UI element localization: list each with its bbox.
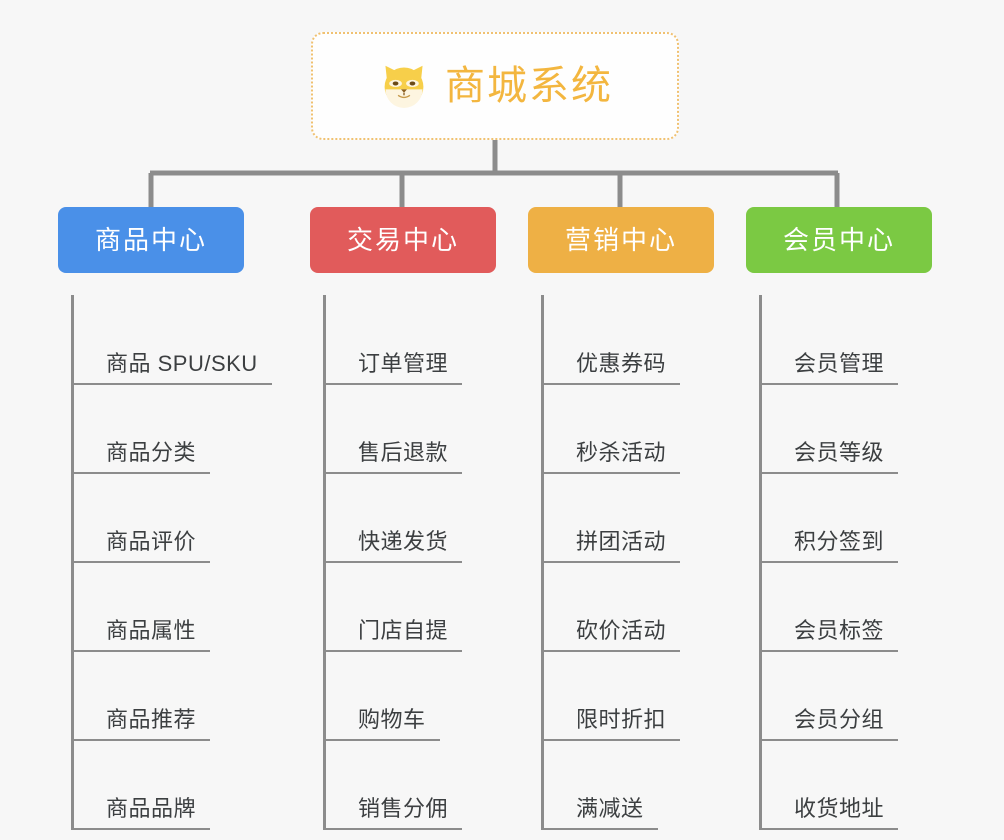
list-item-label: 会员管理: [794, 351, 885, 376]
list-item-underline: 购物车: [326, 708, 440, 741]
list-item-label: 收货地址: [794, 796, 885, 821]
list-item-underline: 商品评价: [74, 529, 211, 563]
list-item-label: 满减送: [576, 796, 644, 821]
list-item-label: 会员分组: [794, 707, 885, 732]
list-item-label: 秒杀活动: [576, 440, 667, 465]
list-item-label: 订单管理: [358, 351, 449, 376]
list-item[interactable]: 商品属性: [74, 563, 272, 652]
branch-items-marketing-center: 优惠券码秒杀活动拼团活动砍价活动限时折扣满减送: [541, 295, 714, 830]
branch-header-label: 交易中心: [346, 225, 459, 255]
branch-product-center: 商品中心商品 SPU/SKU 商品分类商品评价商品属性商品推荐商品品牌: [58, 207, 272, 830]
list-item-underline: 砍价活动: [544, 618, 681, 652]
branch-header-label: 商品中心: [94, 225, 207, 255]
list-item-underline: 商品推荐: [74, 707, 211, 741]
list-item-label: 积分签到: [794, 529, 885, 554]
list-item-label: 限时折扣: [576, 707, 667, 732]
list-item[interactable]: 商品品牌: [74, 741, 272, 830]
root-title: 商城系统: [445, 64, 613, 108]
list-item-underline: 销售分佣: [326, 796, 463, 830]
branch-header-product-center[interactable]: 商品中心: [58, 207, 244, 273]
list-item-label: 商品 SPU/SKU: [106, 351, 258, 376]
list-item-underline: 售后退款: [326, 440, 463, 474]
list-item[interactable]: 商品分类: [74, 385, 272, 474]
list-item-label: 砍价活动: [576, 618, 667, 643]
list-item[interactable]: 商品 SPU/SKU: [74, 296, 272, 385]
list-item-label: 门店自提: [358, 618, 449, 643]
list-item-underline: 商品分类: [74, 440, 211, 474]
list-item-underline: 商品属性: [74, 618, 211, 652]
branch-items-trade-center: 订单管理售后退款快递发货门店自提购物车销售分佣: [323, 295, 496, 830]
list-item-underline: 门店自提: [326, 618, 463, 652]
list-item[interactable]: 满减送: [544, 741, 714, 830]
list-item-label: 会员标签: [794, 618, 885, 643]
list-item[interactable]: 会员分组: [762, 652, 932, 741]
branch-header-label: 营销中心: [564, 225, 677, 255]
list-item[interactable]: 门店自提: [326, 563, 496, 652]
list-item[interactable]: 购物车: [326, 652, 496, 741]
list-item[interactable]: 销售分佣: [326, 741, 496, 830]
list-item-underline: 会员等级: [762, 440, 899, 474]
branch-header-trade-center[interactable]: 交易中心: [310, 207, 496, 273]
list-item-label: 商品分类: [106, 440, 197, 465]
list-item-underline: 拼团活动: [544, 529, 681, 563]
list-item-label: 优惠券码: [576, 351, 667, 376]
list-item-underline: 优惠券码: [544, 351, 681, 385]
list-item-label: 商品属性: [106, 618, 197, 643]
list-item-underline: 快递发货: [326, 529, 463, 563]
list-item[interactable]: 会员标签: [762, 563, 932, 652]
list-item-underline: 会员管理: [762, 351, 899, 385]
list-item-label: 销售分佣: [358, 796, 449, 821]
list-item[interactable]: 售后退款: [326, 385, 496, 474]
list-item-underline: 积分签到: [762, 529, 899, 563]
branch-header-marketing-center[interactable]: 营销中心: [528, 207, 714, 273]
list-item-label: 商品评价: [106, 529, 197, 554]
list-item-underline: 秒杀活动: [544, 440, 681, 474]
list-item-underline: 商品 SPU/SKU: [74, 352, 272, 385]
list-item[interactable]: 拼团活动: [544, 474, 714, 563]
list-item[interactable]: 限时折扣: [544, 652, 714, 741]
list-item-label: 会员等级: [794, 440, 885, 465]
list-item-underline: 收货地址: [762, 796, 899, 830]
list-item-underline: 满减送: [544, 797, 658, 830]
list-item-underline: 商品品牌: [74, 796, 211, 830]
list-item[interactable]: 商品推荐: [74, 652, 272, 741]
list-item[interactable]: 会员管理: [762, 296, 932, 385]
list-item[interactable]: 收货地址: [762, 741, 932, 830]
list-item[interactable]: 秒杀活动: [544, 385, 714, 474]
list-item-label: 商品推荐: [106, 707, 197, 732]
branch-items-member-center: 会员管理会员等级积分签到会员标签会员分组收货地址: [759, 295, 932, 830]
list-item[interactable]: 快递发货: [326, 474, 496, 563]
list-item-label: 快递发货: [358, 529, 449, 554]
list-item[interactable]: 积分签到: [762, 474, 932, 563]
branch-trade-center: 交易中心订单管理售后退款快递发货门店自提购物车销售分佣: [310, 207, 496, 830]
list-item-underline: 会员分组: [762, 707, 899, 741]
list-item-label: 拼团活动: [576, 529, 667, 554]
list-item-underline: 限时折扣: [544, 707, 681, 741]
shiba-dog-face-icon: [384, 65, 424, 108]
list-item[interactable]: 订单管理: [326, 296, 496, 385]
list-item-underline: 订单管理: [326, 351, 463, 385]
list-item[interactable]: 会员等级: [762, 385, 932, 474]
branch-items-product-center: 商品 SPU/SKU 商品分类商品评价商品属性商品推荐商品品牌: [71, 295, 272, 830]
list-item[interactable]: 砍价活动: [544, 563, 714, 652]
list-item-underline: 会员标签: [762, 618, 899, 652]
list-item-label: 商品品牌: [106, 796, 197, 821]
list-item-label: 售后退款: [358, 440, 449, 465]
list-item[interactable]: 优惠券码: [544, 296, 714, 385]
branch-marketing-center: 营销中心优惠券码秒杀活动拼团活动砍价活动限时折扣满减送: [528, 207, 714, 830]
list-item-label: 购物车: [358, 707, 426, 732]
branch-header-member-center[interactable]: 会员中心: [746, 207, 932, 273]
list-item[interactable]: 商品评价: [74, 474, 272, 563]
branch-header-label: 会员中心: [782, 225, 895, 255]
branch-member-center: 会员中心会员管理会员等级积分签到会员标签会员分组收货地址: [746, 207, 932, 830]
root-node[interactable]: 商城系统: [311, 32, 679, 140]
